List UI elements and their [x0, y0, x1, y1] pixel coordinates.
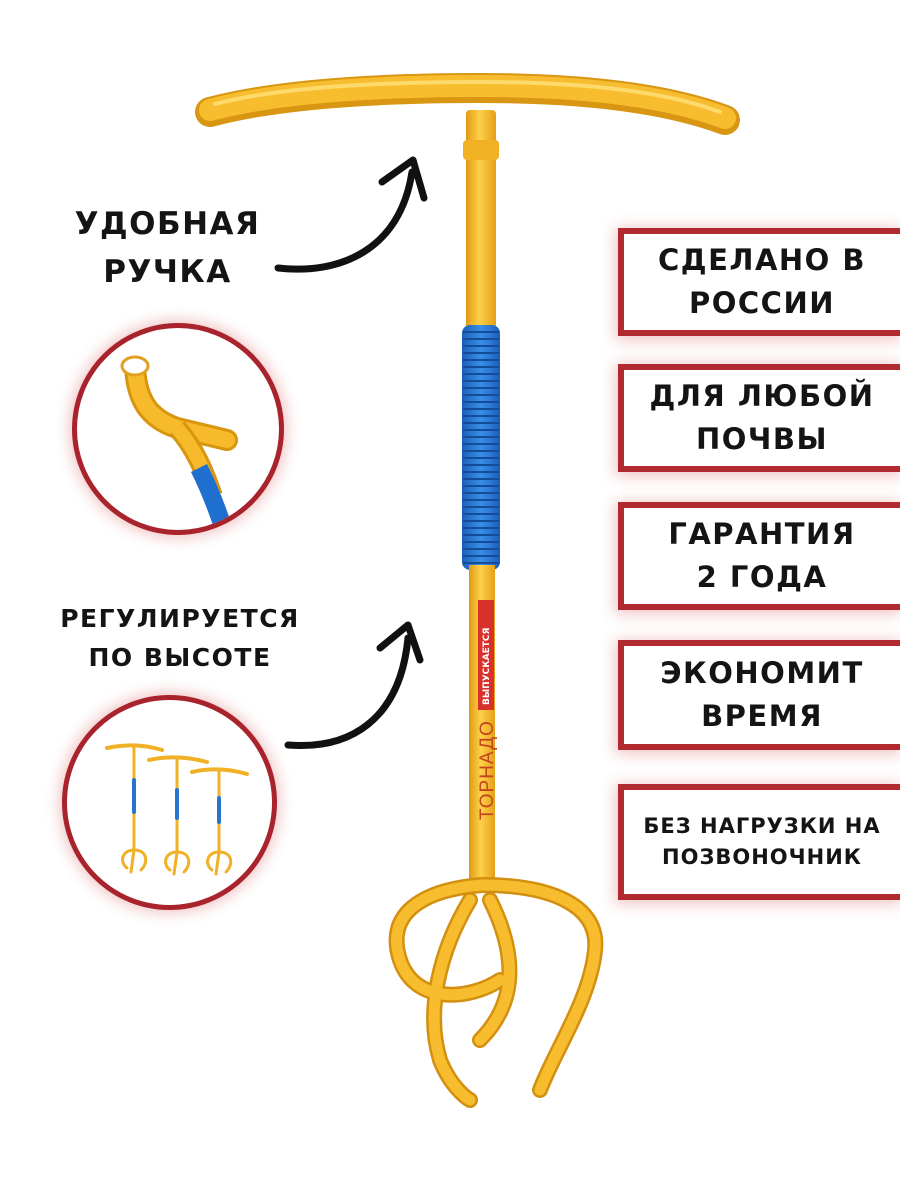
height-callout-label: РЕГУЛИРУЕТСЯ ПО ВЫСОТЕ	[50, 600, 310, 678]
brand-label: ТОРНАДО	[477, 720, 498, 820]
feature-5-line-2: ПОЗВОНОЧНИК	[662, 845, 862, 869]
feature-1-line-1: СДЕЛАНО В	[657, 242, 867, 277]
feature-no-back-strain: БЕЗ НАГРУЗКИ НА ПОЗВОНОЧНИК	[618, 784, 900, 900]
feature-any-soil: ДЛЯ ЛЮБОЙ ПОЧВЫ	[618, 364, 900, 472]
feature-2-line-1: ДЛЯ ЛЮБОЙ	[649, 378, 875, 413]
feature-saves-time: ЭКОНОМИТ ВРЕМЯ	[618, 640, 900, 750]
feature-4-line-2: ВРЕМЯ	[701, 699, 823, 733]
height-variants-image	[105, 743, 249, 876]
feature-3-line-1: ГАРАНТИЯ	[668, 516, 856, 551]
blue-grip	[462, 325, 500, 570]
upper-shaft	[466, 110, 496, 338]
feature-made-in-russia: СДЕЛАНО В РОССИИ	[618, 228, 900, 336]
handle-callout-line-2: РУЧКА	[103, 254, 232, 291]
feature-5-line-1: БЕЗ НАГРУЗКИ НА	[643, 813, 881, 838]
feature-3-line-2: 2 ГОДА	[696, 560, 828, 594]
feature-1-line-2: РОССИИ	[688, 286, 835, 320]
handle-closeup-image	[120, 355, 238, 530]
handle-callout-label: УДОБНАЯ РУЧКА	[55, 200, 280, 296]
height-variants-circle	[62, 695, 277, 910]
handle-callout-line-1: УДОБНАЯ	[74, 206, 261, 242]
sticker-text: ВЫПУСКАЕТСЯ	[482, 628, 492, 705]
height-callout-line-1: РЕГУЛИРУЕТСЯ	[60, 604, 300, 633]
feature-4-line-1: ЭКОНОМИТ	[660, 655, 864, 690]
height-callout-line-2: ПО ВЫСОТЕ	[88, 642, 272, 672]
handle-closeup-circle	[72, 323, 284, 535]
feature-warranty: ГАРАНТИЯ 2 ГОДА	[618, 502, 900, 610]
feature-2-line-2: ПОЧВЫ	[695, 422, 828, 456]
spiral-tines	[388, 877, 604, 1108]
